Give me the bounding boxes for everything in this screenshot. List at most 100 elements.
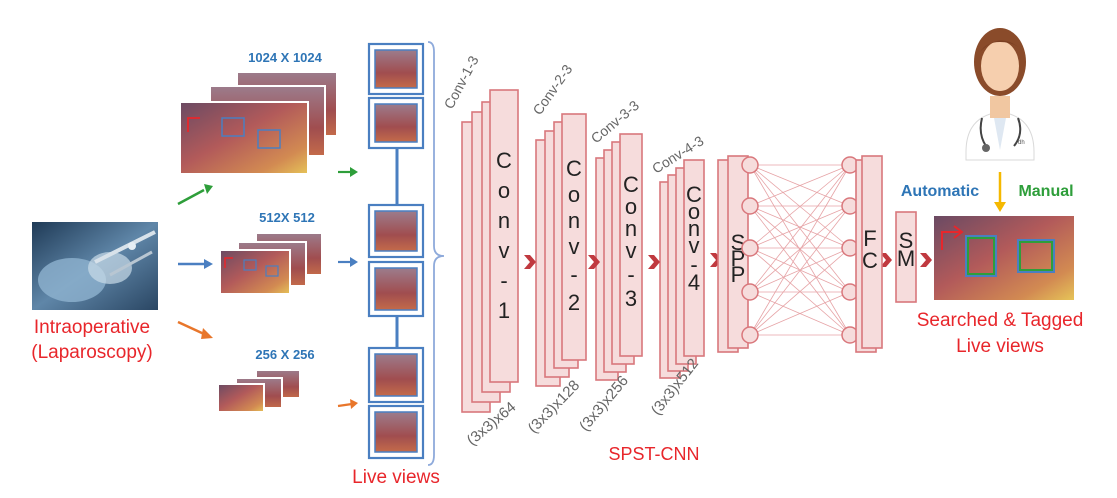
scale-arrow-orange	[177, 320, 213, 339]
conv-block-1	[461, 89, 519, 413]
conv-4-letter: o	[688, 199, 700, 224]
svg-text:dh: dh	[1018, 140, 1025, 146]
conv-2-name: Conv-2-3	[529, 61, 575, 118]
conv-1-letters: C o n v - 1	[496, 148, 512, 323]
conv-3-letter: 3	[625, 286, 637, 311]
conv-4-letters: C o n v - 4	[686, 182, 702, 295]
scale-label-256: 256 X 256	[255, 347, 314, 362]
mesh-node	[741, 156, 759, 174]
conv-2-letter: -	[570, 262, 577, 287]
sm-block	[895, 211, 917, 303]
conv-2-letter: C	[566, 156, 582, 181]
fc-block	[855, 155, 883, 353]
chevron-icon	[648, 255, 660, 269]
frame-stack-512	[219, 232, 323, 295]
chevron-icon	[920, 253, 932, 267]
conv-4-letter: C	[686, 182, 702, 207]
conv-block-4	[659, 159, 705, 379]
mesh-connection	[749, 291, 851, 336]
chevron-icon	[880, 253, 892, 267]
conv-1-letter: n	[498, 208, 510, 233]
live-view-thumb-1	[367, 42, 425, 96]
conv-2-letter: o	[568, 182, 580, 207]
spp-letter: P	[731, 262, 746, 287]
mesh-connection	[749, 247, 851, 336]
arrow-to-live-1024	[338, 167, 358, 177]
network-name: SPST-CNN	[608, 444, 699, 464]
mesh-node	[741, 197, 759, 215]
fc-letter: C	[862, 248, 878, 273]
live-view-thumb-2	[367, 96, 425, 150]
conv-2-letter: n	[568, 208, 580, 233]
live-views-label: Live views	[352, 467, 440, 488]
spp-letter: P	[731, 246, 746, 271]
fully-connected-mesh	[749, 164, 851, 336]
live-views-bracket	[427, 41, 445, 466]
mesh-nodes-left	[741, 156, 759, 344]
scale-label-512: 512X 512	[259, 210, 315, 225]
mode-manual: Manual	[1018, 183, 1073, 200]
fc-letter: F	[863, 226, 876, 251]
scale-arrow-green	[177, 184, 213, 206]
conv-4-letter: v	[689, 233, 700, 258]
conv-1-name: Conv-1-3	[441, 53, 482, 112]
conv-2-letters: C o n v - 2	[566, 156, 582, 315]
sm-letter: M	[897, 246, 915, 271]
source-label-line2: (Laparoscopy)	[31, 342, 152, 363]
conv-4-letter: n	[688, 216, 700, 241]
mesh-connection	[749, 164, 851, 249]
source-label-line1: Intraoperative	[34, 317, 150, 338]
output-label-line1: Searched & Tagged	[917, 310, 1084, 331]
conv-3-letter: n	[625, 216, 637, 241]
conv-block-3	[595, 133, 643, 381]
live-views-column	[367, 42, 425, 460]
tagged-live-view-image	[934, 216, 1074, 300]
mesh-connection	[749, 164, 851, 293]
mesh-node	[741, 239, 759, 257]
live-view-thumb-4	[367, 260, 425, 318]
mesh-node	[741, 326, 759, 344]
spp-letters: S P P	[731, 230, 746, 287]
scale-arrow-blue	[178, 259, 213, 269]
mode-automatic: Automatic	[901, 183, 979, 200]
manual-arrow	[994, 172, 1006, 212]
conv-3-letters: C o n v - 3	[623, 172, 639, 311]
conv-2-letter: 2	[568, 290, 580, 315]
scale-label-1024: 1024 X 1024	[248, 50, 323, 65]
conv-1-letter: 1	[498, 298, 510, 323]
sm-letter: S	[899, 228, 914, 253]
arrow-to-live-256	[337, 399, 358, 409]
frame-stack-256	[217, 369, 301, 413]
frame-stack-1024	[179, 71, 338, 175]
chevron-icon	[524, 255, 536, 269]
laparoscopy-illustration	[32, 222, 158, 310]
fc-letters: F C	[862, 226, 878, 273]
conv-1-letter: v	[499, 238, 510, 263]
conv-4-letter: 4	[688, 270, 700, 295]
conv-block-2	[535, 113, 587, 387]
mesh-connection	[749, 205, 851, 293]
chevron-icon	[588, 255, 600, 269]
conv-1-letter: C	[496, 148, 512, 173]
arrow-to-live-512	[338, 257, 358, 267]
conv-3-letter: v	[626, 238, 637, 263]
conv-3-letter: -	[627, 262, 634, 287]
conv-3-letter: o	[625, 194, 637, 219]
conv-4-letter: -	[690, 252, 697, 277]
conv-1-letter: o	[498, 178, 510, 203]
live-view-thumb-6	[367, 404, 425, 460]
mesh-connection	[749, 164, 851, 207]
conv-1-letter: -	[500, 268, 507, 293]
mesh-connection	[749, 205, 851, 249]
mesh-connection	[749, 164, 851, 336]
doctor-icon: dh	[965, 28, 1035, 161]
conv-3-spec: (3x3)x256	[576, 373, 632, 435]
output-label-line2: Live views	[956, 336, 1044, 357]
sm-letters: S M	[897, 228, 915, 271]
mesh-connection	[749, 205, 851, 336]
live-view-thumb-3	[367, 203, 425, 259]
live-view-thumb-5	[367, 346, 425, 404]
conv-2-letter: v	[569, 234, 580, 259]
conv-3-letter: C	[623, 172, 639, 197]
